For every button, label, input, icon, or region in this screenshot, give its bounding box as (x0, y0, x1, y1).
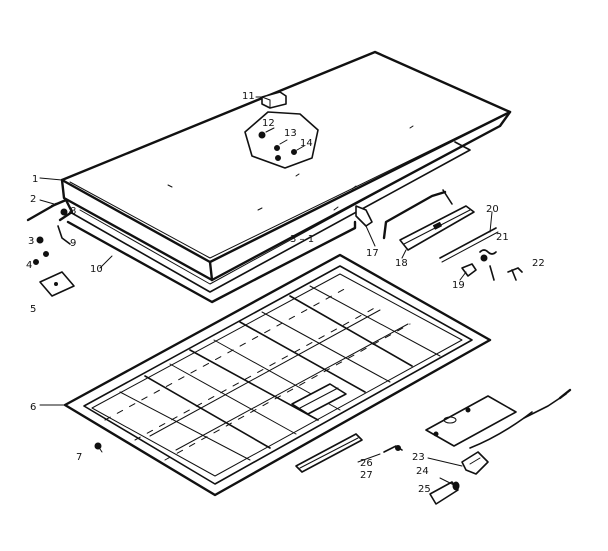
callout-14: 14 (300, 138, 313, 149)
screw-14 (291, 149, 297, 155)
right-hardware (355, 189, 523, 281)
center-drain-box (291, 383, 347, 415)
hinge-17 (355, 205, 373, 227)
evaporator-tubes (119, 285, 441, 461)
rod-20 (439, 227, 497, 259)
latch-bracket (261, 91, 287, 109)
fastener-22 (507, 267, 523, 281)
callout-7: 7 (76, 452, 82, 463)
callout-23: 23 (412, 452, 425, 463)
left-hardware (26, 198, 75, 297)
callout-10: 10 (90, 264, 103, 275)
latch-assembly (244, 91, 319, 169)
callout-27: 27 (360, 470, 373, 481)
lid-right-edge (210, 110, 512, 282)
callout-3: 3 (28, 236, 34, 247)
lid-liner-front (66, 220, 357, 304)
callout-26: 26 (360, 458, 373, 469)
callout-8: 8 (70, 206, 76, 217)
callout-12: 12 (262, 118, 275, 129)
screw-13b (275, 155, 281, 161)
callout-11: 11 (242, 91, 255, 102)
callout-6: 6 (30, 402, 36, 413)
handle-bar (382, 190, 447, 240)
callout-17: 17 (366, 248, 379, 259)
callout-1: 1 (32, 174, 38, 185)
callout-9: 9 (70, 238, 76, 249)
callout-20: 20 (486, 204, 499, 215)
compartment-dividers (144, 295, 413, 449)
screw-27-part (383, 445, 403, 453)
screw-12 (258, 131, 266, 139)
left-hinge-bracket (26, 198, 74, 222)
callout-4: 4 (26, 260, 32, 271)
left-hinge-arm (57, 225, 71, 245)
control-assembly (425, 388, 572, 505)
screw-4 (33, 259, 39, 265)
switch-24 (461, 451, 489, 475)
strike-slot (432, 221, 442, 230)
inner-frame (83, 265, 473, 485)
cabinet-bottom (63, 253, 492, 497)
lid-front-edge (60, 178, 214, 282)
leader-lines (39, 96, 493, 487)
trim-strip-26 (295, 433, 363, 473)
callout-21: 21 (496, 232, 509, 243)
callout-2: 2 (30, 194, 36, 205)
callout-19: 19 (452, 280, 465, 291)
callout-25: 25 (418, 484, 431, 495)
lid-liner-inner (79, 145, 463, 285)
liner-label: 3 – 1 (290, 234, 314, 245)
callout-18: 18 (395, 258, 408, 269)
callout-24: 24 (416, 466, 429, 477)
spring-21 (479, 249, 497, 255)
control-plate (425, 395, 517, 447)
callout-5: 5 (30, 304, 36, 315)
clip-19 (461, 263, 477, 277)
lid-surface-marks (167, 125, 414, 211)
callout-13: 13 (284, 128, 297, 139)
screw-13a (274, 145, 280, 151)
lid-assembly: 3 – 1 (60, 50, 512, 304)
callout-22: 22 (532, 258, 545, 269)
callout-labels: 1 2 8 9 3 4 10 5 11 12 13 14 17 18 19 20… (26, 91, 545, 495)
screw-3 (36, 236, 44, 244)
lid-rim-line (69, 113, 506, 259)
latch-mounting-plate (244, 111, 319, 169)
lamp-25 (429, 481, 459, 505)
